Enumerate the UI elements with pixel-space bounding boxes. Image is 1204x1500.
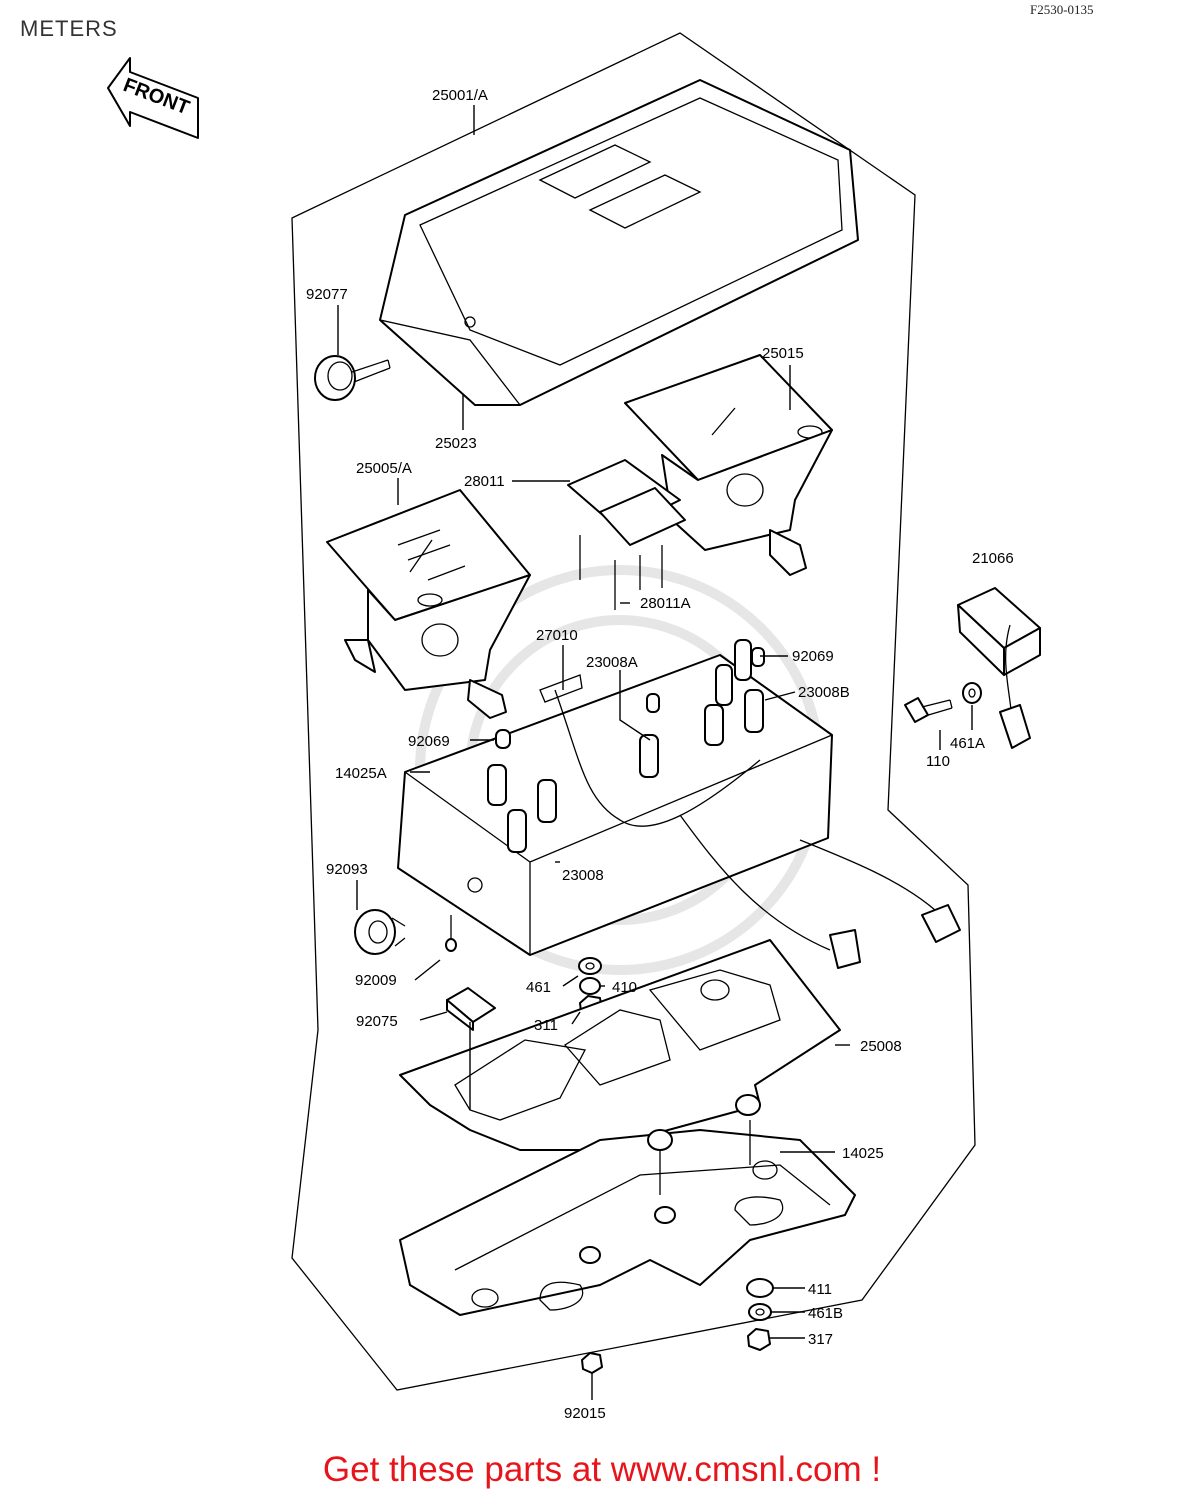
part-label: 410 [612,979,637,996]
relay-unit [957,587,1041,749]
part-label: 92069 [408,733,450,750]
washer-461b [748,1303,772,1321]
tachometer [624,354,833,576]
part-label: 110 [926,753,950,770]
part-label: 461 [526,979,551,996]
part-label: 25001/A [432,87,488,104]
part-label: 23008B [798,684,850,701]
washer-461a [962,682,982,704]
part-label: 28011 [464,473,505,490]
part-label: 317 [808,1331,833,1348]
part-label: 28011A [640,595,691,612]
bolt-110 [904,697,953,723]
grommet-92093 [354,909,406,955]
nut-410 [579,977,601,995]
part-label: 25008 [860,1038,902,1055]
part-label: 14025 [842,1145,884,1162]
part-label: 461B [808,1305,843,1322]
part-labels: 25001/A 92077 25023 25015 25005/A 28011 … [306,87,1014,1422]
washer-411 [746,1278,774,1298]
part-label: 92075 [356,1013,398,1030]
diagram-code: F2530-0135 [1030,2,1094,17]
part-label: 92069 [792,648,834,665]
part-label: 25023 [435,435,477,452]
part-label: 461A [950,735,985,752]
meter-cover [379,79,859,406]
meter-bracket [567,459,686,610]
assembly-boundary [291,32,976,1391]
reset-knob [314,355,391,401]
page-title: METERS [20,16,118,41]
nut-92015 [581,1352,603,1374]
base-plate [399,1094,856,1316]
leader-lines [337,105,973,1400]
part-label: 92009 [355,972,397,989]
damper-92075 [446,987,496,1031]
part-label: 92015 [564,1405,606,1422]
part-label: 25015 [762,345,804,362]
washer-461 [578,957,602,975]
part-label: 21066 [972,550,1014,567]
meter-case [397,639,961,969]
part-label: 411 [808,1281,832,1298]
nut-317 [747,1328,771,1351]
part-label: 311 [534,1017,558,1034]
part-label: 27010 [536,627,578,644]
shop-link[interactable]: Get these parts at www.cmsnl.com ! [322,1450,882,1489]
part-label: 23008A [586,654,638,671]
part-label: 23008 [562,867,604,884]
part-label: 25005/A [356,460,412,477]
part-label: 92093 [326,861,368,878]
screw-92009 [445,915,457,952]
part-label: 14025A [335,765,387,782]
speedometer [326,489,531,719]
part-label: 92077 [306,286,348,303]
front-arrow-icon: FRONT [107,57,199,139]
